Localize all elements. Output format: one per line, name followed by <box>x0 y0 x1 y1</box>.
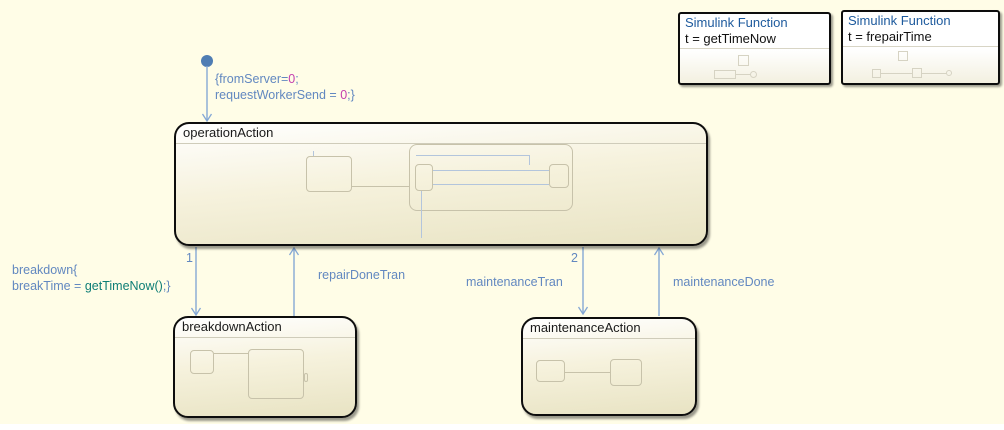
substate-preview <box>306 156 352 192</box>
state-title: breakdownAction <box>175 318 355 338</box>
transition-order-1[interactable]: 1 <box>186 251 193 265</box>
block-preview-rect <box>872 69 881 78</box>
state-title: maintenanceAction <box>523 319 695 339</box>
preview-line <box>433 184 549 185</box>
default-transition[interactable] <box>201 55 213 123</box>
block-preview-circle <box>946 70 952 76</box>
state-title: operationAction <box>176 124 706 144</box>
substate-preview <box>536 360 565 382</box>
substate-preview <box>190 350 214 374</box>
simulink-function-title: Simulink Function <box>685 15 788 30</box>
substate-preview <box>248 349 304 399</box>
transition-maintenance[interactable] <box>577 247 589 316</box>
preview-line <box>529 155 530 165</box>
block-preview-circle <box>750 71 757 78</box>
block-preview-rect <box>714 70 736 79</box>
preview-line <box>565 372 610 373</box>
simulink-function-gettimenow[interactable]: Simulink Function t = getTimeNow <box>678 12 831 85</box>
preview-line <box>214 353 248 354</box>
substate-preview <box>409 144 573 211</box>
simulink-function-title: Simulink Function <box>848 13 951 28</box>
substate-preview <box>304 373 308 382</box>
preview-line <box>313 151 314 156</box>
default-transition-label[interactable]: {fromServer=0; requestWorkerSend = 0;} <box>215 72 355 102</box>
block-preview-line <box>922 73 947 74</box>
substate-preview <box>415 164 433 191</box>
substate-preview <box>549 164 569 188</box>
substate-preview <box>610 359 642 386</box>
preview-line <box>421 191 422 238</box>
state-maintenance-action[interactable]: maintenanceAction <box>521 317 697 416</box>
transition-repair-done[interactable] <box>288 246 300 316</box>
breakdown-transition-label[interactable]: breakdown{ breakTime = getTimeNow();} <box>12 263 171 293</box>
block-preview-square <box>898 51 908 61</box>
repair-done-transition-label[interactable]: repairDoneTran <box>318 268 406 282</box>
canvas-edge-strip <box>0 424 1004 430</box>
simulink-function-frepairtime[interactable]: Simulink Function t = frepairTime <box>841 10 1000 85</box>
default-transition-dot[interactable] <box>201 55 213 67</box>
block-preview-rect <box>912 68 922 78</box>
simulink-function-signature: t = frepairTime <box>843 28 998 47</box>
block-preview-line <box>881 73 913 74</box>
maintenance-done-transition-label[interactable]: maintenanceDone <box>673 275 775 289</box>
state-breakdown-action[interactable]: breakdownAction <box>173 316 357 418</box>
maintenance-transition-label[interactable]: maintenanceTran <box>466 275 563 289</box>
block-preview-square <box>738 55 749 66</box>
preview-line <box>416 155 529 156</box>
block-preview-line <box>736 74 751 75</box>
transition-order-2[interactable]: 2 <box>571 251 578 265</box>
preview-line <box>433 170 549 171</box>
simulink-function-signature: t = getTimeNow <box>680 30 829 49</box>
preview-line <box>352 186 409 187</box>
state-operation-action[interactable]: operationAction <box>174 122 708 246</box>
transition-maintenance-done[interactable] <box>653 246 665 316</box>
